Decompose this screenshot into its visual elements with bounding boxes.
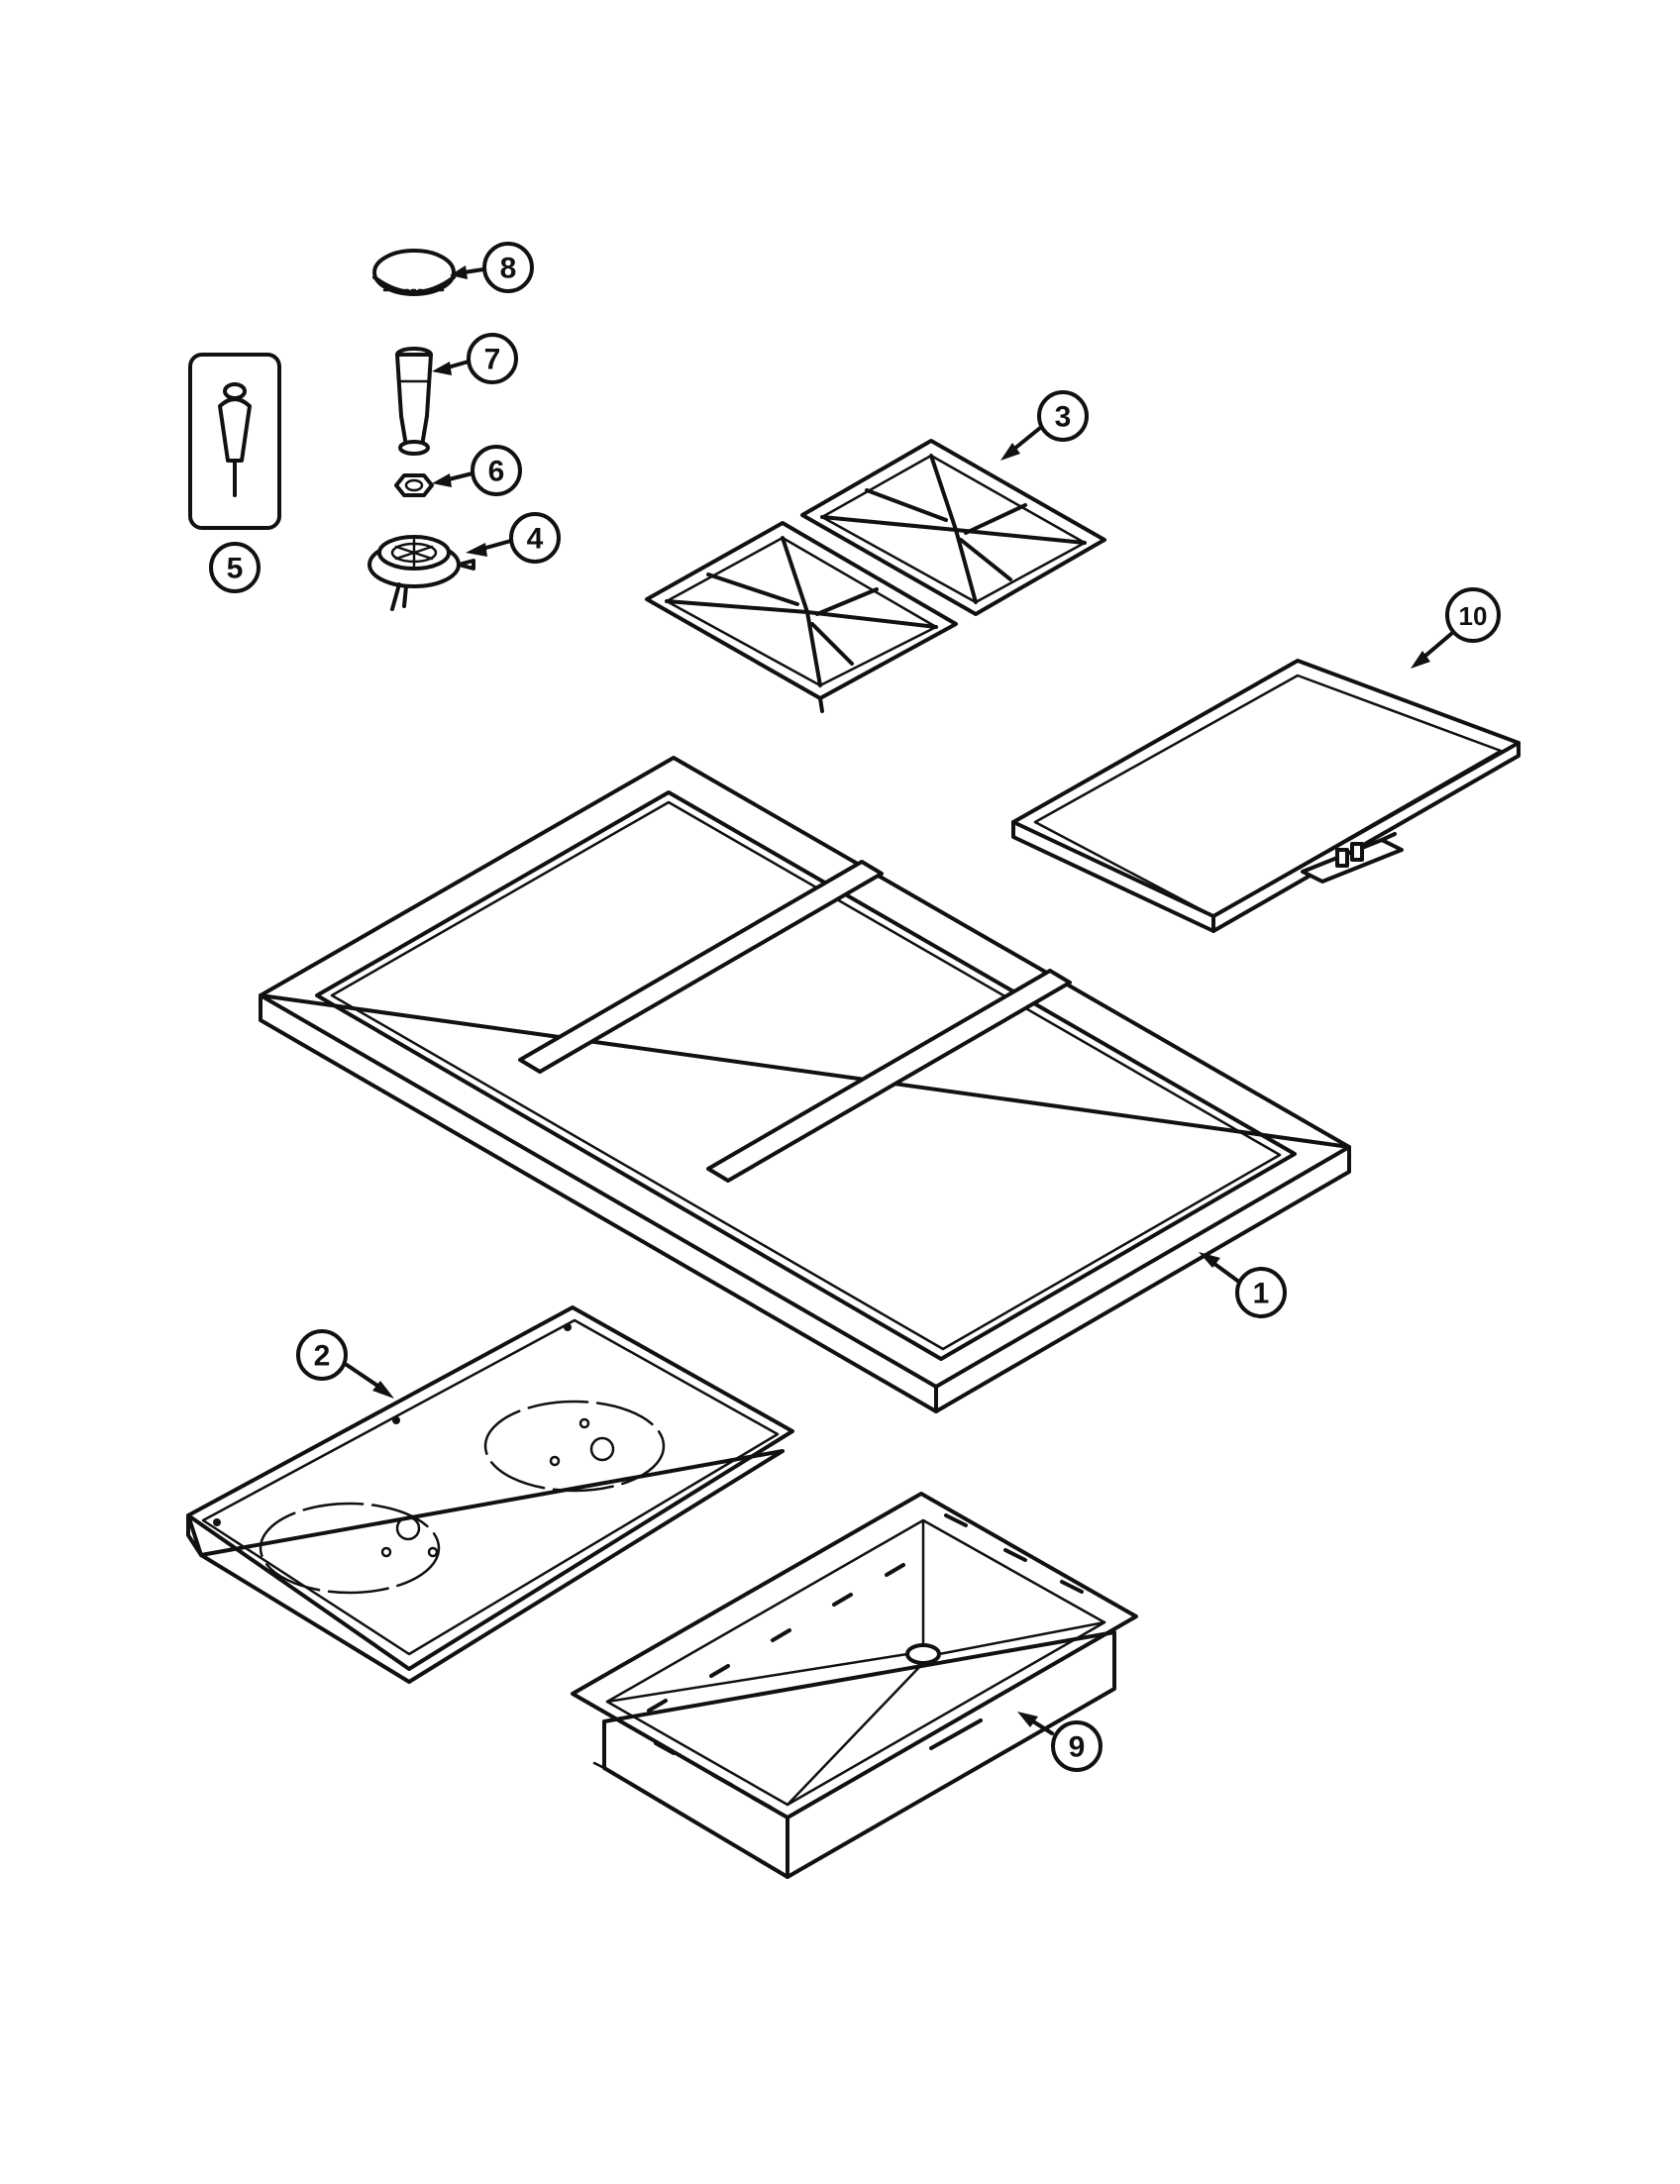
callout-4: 4	[466, 512, 561, 564]
callout-1-number: 1	[1253, 1278, 1270, 1310]
part-9-grill-pan	[571, 1492, 1138, 1879]
callout-8: 8	[450, 242, 534, 293]
callout-3-number: 3	[1055, 401, 1072, 434]
callout-5: 5	[209, 542, 261, 593]
callout-6: 6	[432, 445, 522, 496]
callout-6-number: 6	[488, 456, 505, 488]
callout-10-number: 10	[1459, 601, 1488, 631]
part-6-nut	[394, 473, 434, 497]
callout-1: 1	[1199, 1252, 1287, 1318]
part-5-igniter	[188, 353, 281, 530]
callout-9: 9	[1017, 1712, 1102, 1772]
part-8-burner-cap	[372, 249, 456, 296]
part-3-burner-grates	[645, 439, 1106, 713]
callout-2-number: 2	[314, 1340, 331, 1373]
part-1-cooktop-frame	[259, 756, 1351, 1413]
part-7-tube	[395, 347, 433, 456]
part-2-drip-tray	[186, 1305, 794, 1684]
callout-5-number: 5	[227, 553, 244, 585]
callout-10: 10	[1411, 587, 1501, 669]
callout-7-number: 7	[484, 344, 501, 376]
callout-2: 2	[296, 1329, 394, 1399]
callout-8-number: 8	[500, 253, 517, 285]
callout-9-number: 9	[1069, 1731, 1086, 1764]
part-4-burner-head	[368, 535, 475, 611]
callout-4-number: 4	[527, 523, 544, 556]
callout-7: 7	[432, 333, 518, 384]
callout-3: 3	[1000, 390, 1089, 461]
part-10-griddle	[1011, 659, 1521, 933]
